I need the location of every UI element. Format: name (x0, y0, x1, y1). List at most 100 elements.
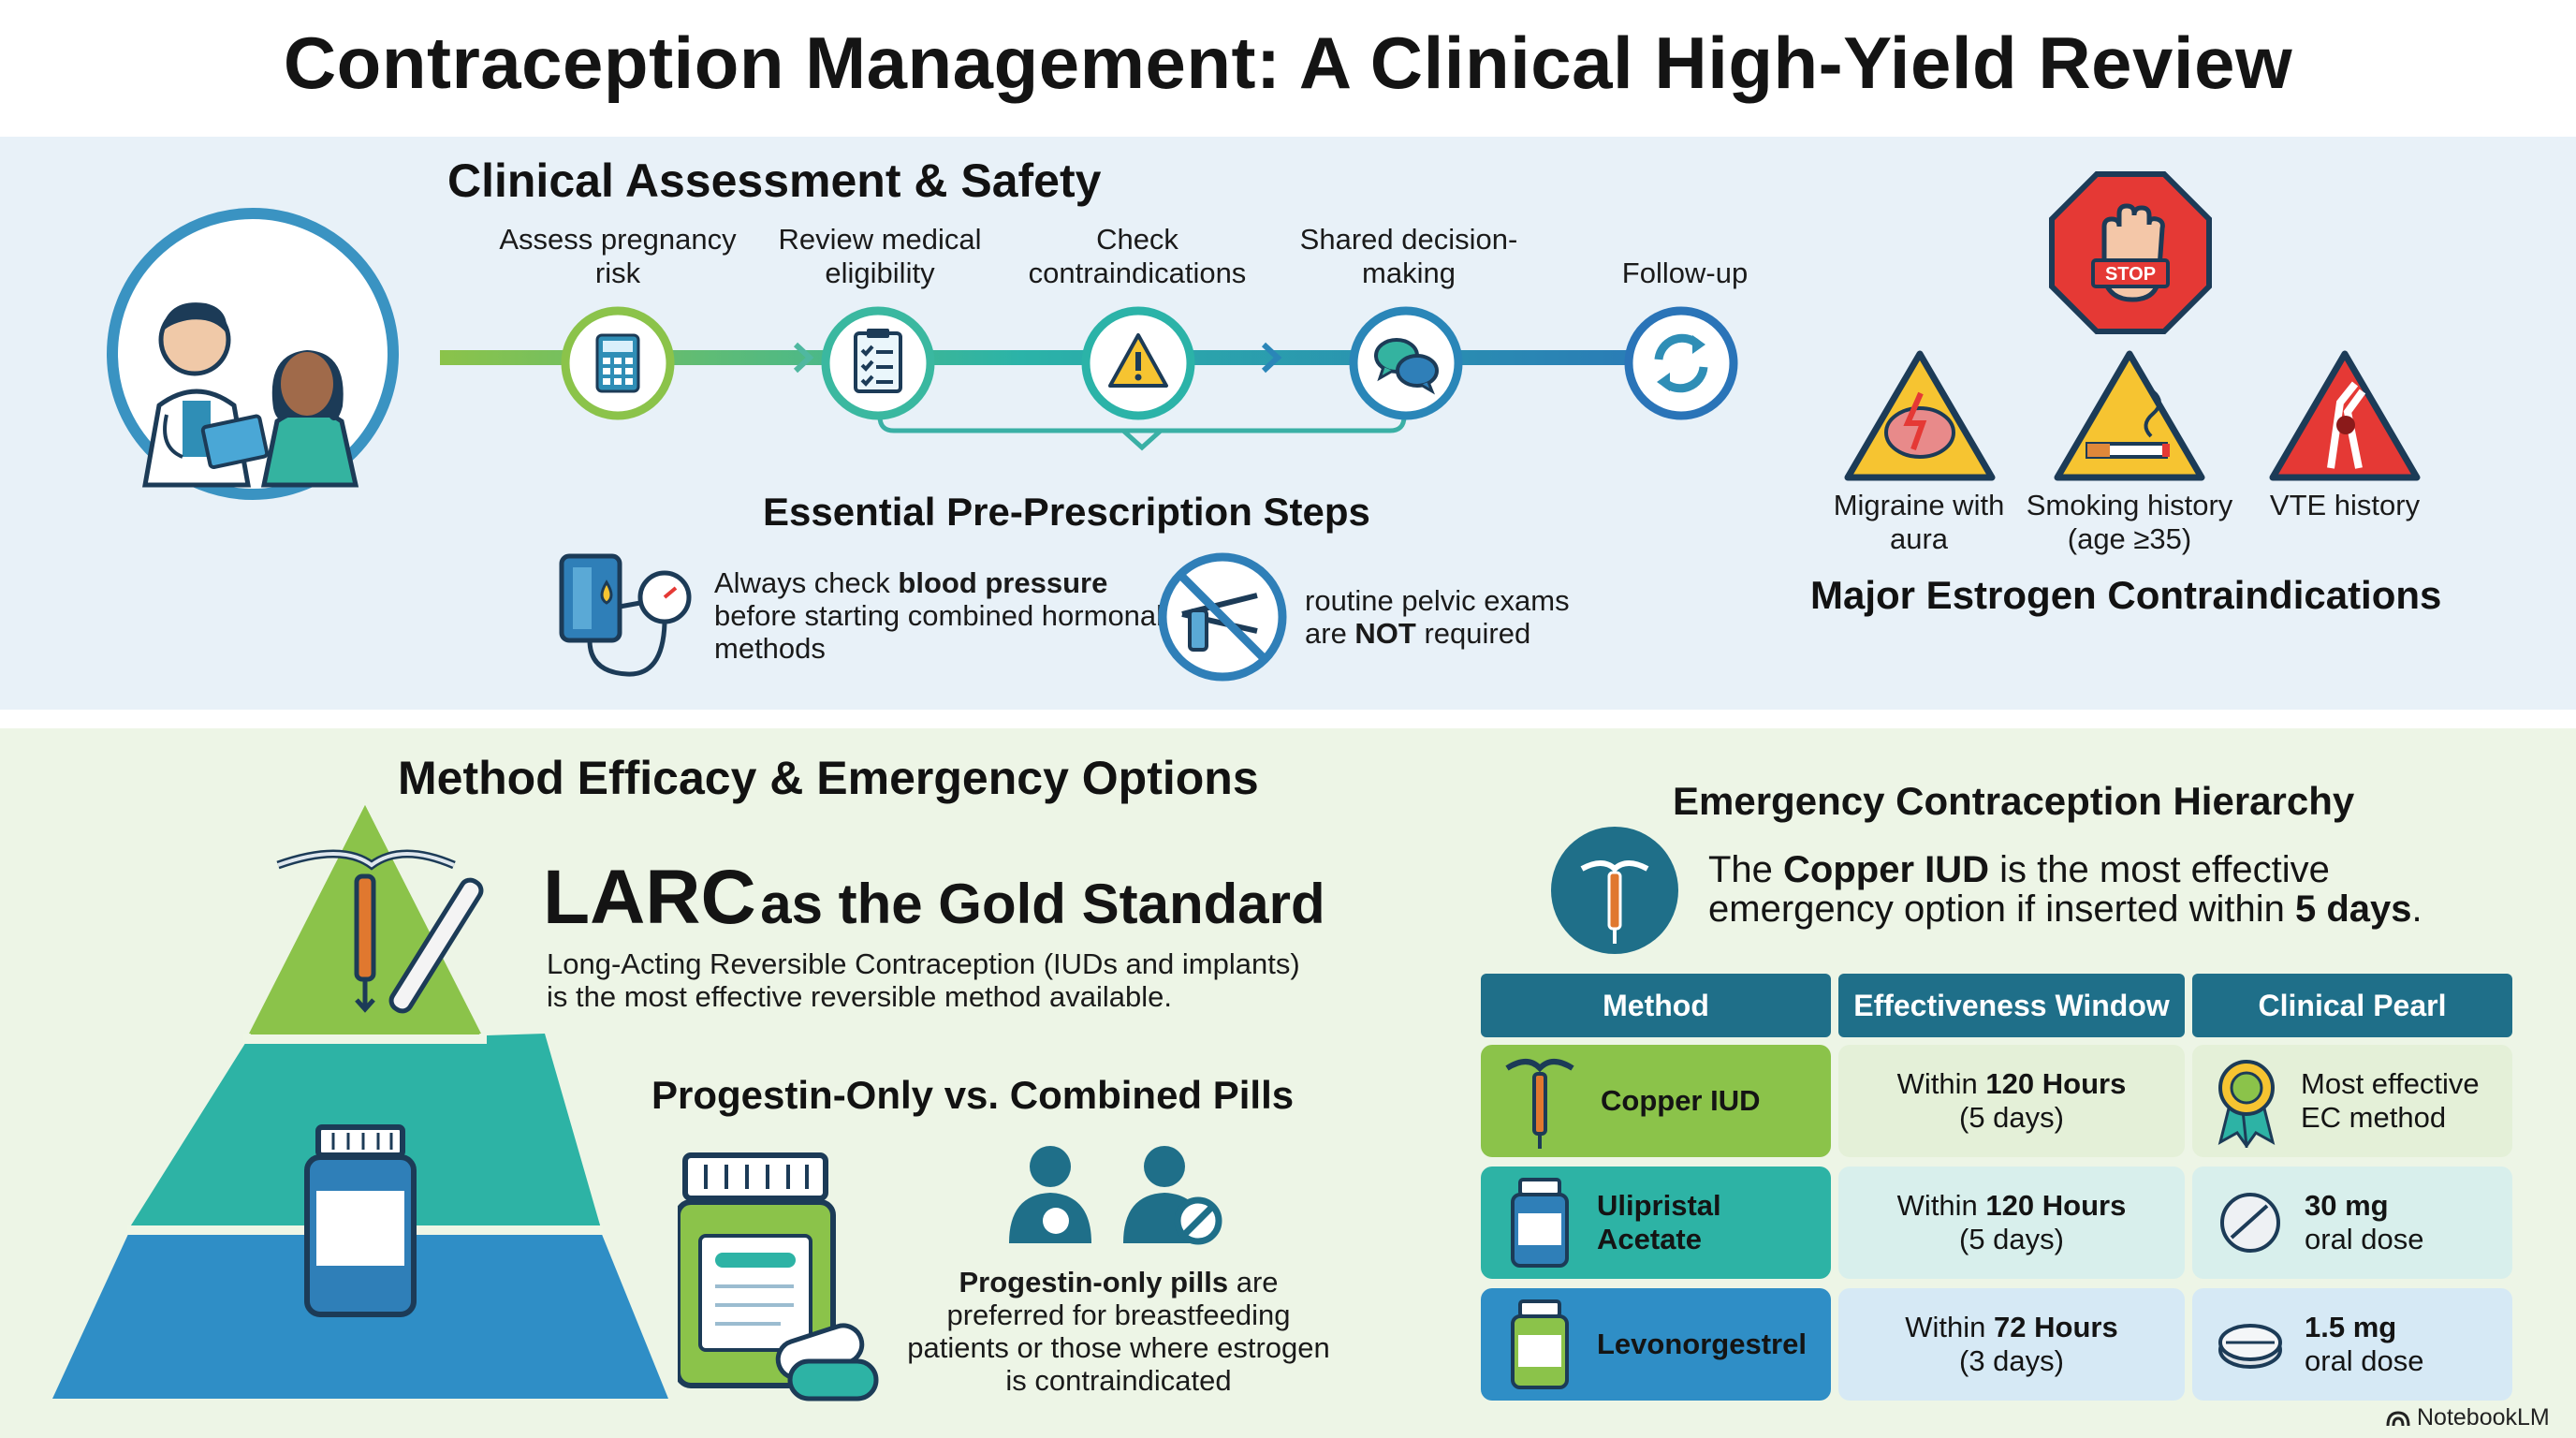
refresh-icon (1624, 306, 1738, 420)
window-prefix: Within (1905, 1311, 1995, 1343)
pearl-line-2: oral dose (2305, 1344, 2424, 1377)
bp-note-prefix: Always check (714, 566, 899, 599)
intro-p4: . (2411, 888, 2422, 930)
column-header-pearl: Clinical Pearl (2192, 974, 2512, 1037)
contraindication-label-migraine: Migraine with aura (1833, 489, 2005, 555)
assessment-heading: Clinical Assessment & Safety (447, 154, 1102, 207)
breastfeeding-icon (1009, 1146, 1091, 1243)
window-hours: 120 Hours (1985, 1189, 2127, 1222)
warning-icon (1081, 306, 1195, 420)
intro-p1: The (1708, 849, 1784, 890)
pill-tablet-icon (2220, 1193, 2280, 1253)
pelvic-note-mid: are (1305, 617, 1355, 650)
method-name: Copper IUD (1601, 1084, 1761, 1117)
window-prefix: Within (1896, 1067, 1986, 1100)
contraindication-label-vte: VTE history (2269, 489, 2421, 521)
pelvic-note: routine pelvic exams are NOT required (1305, 584, 1661, 650)
window-days: (5 days) (1959, 1101, 2064, 1134)
watermark-text: NotebookLM (2417, 1404, 2550, 1431)
table-row-copper-iud-window: Within 120 Hours(5 days) (1838, 1045, 2185, 1157)
notebooklm-logo-icon (2386, 1410, 2410, 1426)
pelvic-note-emphasis: NOT (1354, 617, 1416, 650)
larc-rest: as the Gold Standard (760, 873, 1325, 935)
progestin-note-emphasis: Progestin-only pills (959, 1266, 1229, 1299)
progestin-note-line-1: are (1228, 1266, 1279, 1299)
column-header-method: Method (1481, 974, 1831, 1037)
step-label-2: Review medical eligibility (778, 223, 982, 289)
blood-clot-icon (2269, 350, 2421, 481)
brain-lightning-icon (1844, 350, 1996, 481)
intro-emphasis-1: Copper IUD (1783, 849, 1990, 890)
pearl-line-2: EC method (2301, 1101, 2447, 1134)
table-row-ulipristal-method: Ulipristal Acetate (1481, 1167, 1831, 1279)
efficacy-heading: Method Efficacy & Emergency Options (398, 752, 1259, 804)
method-name: Ulipristal Acetate (1597, 1189, 1721, 1255)
stop-text: STOP (2105, 264, 2156, 285)
chat-bubbles-icon (1349, 306, 1463, 420)
pelvic-note-suffix: required (1415, 617, 1531, 650)
step-label-5: Follow-up (1621, 257, 1749, 289)
step-label-4: Shared decision-making (1299, 223, 1518, 289)
larc-big: LARC (543, 855, 756, 940)
doctor-patient-illustration (107, 208, 399, 500)
checklist-icon (821, 306, 935, 420)
larc-desc-line-1: Long-Acting Reversible Contraception (IU… (547, 947, 1300, 980)
copper-iud-icon (1505, 1059, 1574, 1149)
contraindication-label-smoking: Smoking history (age ≥35) (2026, 489, 2233, 555)
intro-emphasis-2: 5 days (2295, 888, 2412, 930)
larc-description: Long-Acting Reversible Contraception (IU… (547, 947, 1389, 1013)
progestin-note-line-2: preferred for breastfeeding (946, 1299, 1291, 1331)
progestin-note-line-4: is contraindicated (1005, 1364, 1232, 1397)
progestin-pill-bottle-icon (678, 1152, 879, 1401)
pearl-dose: 30 mg (2305, 1189, 2389, 1222)
table-row-ulipristal-window: Within 120 Hours(5 days) (1838, 1167, 2185, 1279)
emergency-intro: The Copper IUD is the most effective eme… (1708, 850, 2551, 929)
step-label-1: Assess pregnancy risk (499, 223, 737, 289)
window-prefix: Within (1896, 1189, 1986, 1222)
bp-note-emphasis: blood pressure (898, 566, 1108, 599)
bp-note: Always check blood pressure before start… (714, 566, 1164, 665)
bp-note-rest: before starting combined hormonal method… (714, 599, 1164, 665)
pelvic-note-prefix: routine pelvic exams (1305, 584, 1570, 617)
window-days: (5 days) (1959, 1223, 2064, 1255)
iud-implant-icon (276, 849, 484, 1014)
pearl-line-1: Most effective (2301, 1067, 2480, 1100)
copper-iud-badge-icon (1551, 827, 1678, 954)
step-label-3: Check contraindications (1028, 223, 1247, 289)
intro-p3: emergency option if inserted within (1708, 888, 2295, 930)
pill-bottle-icon (304, 1124, 417, 1317)
pearl-dose: 1.5 mg (2305, 1311, 2397, 1343)
intro-p2: is the most effective (1989, 849, 2330, 890)
medicine-bottle-icon (1511, 1178, 1569, 1268)
larc-headline: LARC as the Gold Standard (543, 854, 1325, 942)
pill-tablet-icon (2218, 1324, 2282, 1369)
contraindications-heading: Major Estrogen Contraindications (1810, 573, 2442, 617)
page-title: Contraception Management: A Clinical Hig… (283, 22, 2293, 104)
method-name: Levonorgestrel (1597, 1328, 1807, 1360)
pre-steps-heading: Essential Pre-Prescription Steps (763, 490, 1370, 534)
no-estrogen-icon (1123, 1146, 1222, 1245)
pills-heading: Progestin-Only vs. Combined Pills (651, 1073, 1295, 1117)
medicine-bottle-icon (1511, 1299, 1569, 1389)
stop-hand-icon: STOP (2049, 171, 2212, 334)
blood-pressure-monitor-icon (559, 553, 692, 677)
table-row-copper-iud-method: Copper IUD (1481, 1045, 1831, 1157)
watermark: NotebookLM (2385, 1404, 2550, 1431)
award-ribbon-icon (2217, 1060, 2276, 1148)
progestin-note-line-3: patients or those where estrogen (907, 1331, 1330, 1364)
progestin-note: Progestin-only pills are preferred for b… (880, 1266, 1357, 1397)
window-days: (3 days) (1959, 1344, 2064, 1377)
window-hours: 72 Hours (1994, 1311, 2118, 1343)
cigarette-icon (2054, 350, 2205, 481)
calculator-icon (561, 306, 675, 420)
column-header-window: Effectiveness Window (1838, 974, 2185, 1037)
pearl-line-2: oral dose (2305, 1223, 2424, 1255)
window-hours: 120 Hours (1985, 1067, 2127, 1100)
emergency-heading: Emergency Contraception Hierarchy (1673, 779, 2355, 823)
table-row-levonorgestrel-window: Within 72 Hours(3 days) (1838, 1288, 2185, 1401)
no-pelvic-exam-icon (1158, 552, 1287, 682)
larc-desc-line-2: is the most effective reversible method … (547, 980, 1172, 1013)
